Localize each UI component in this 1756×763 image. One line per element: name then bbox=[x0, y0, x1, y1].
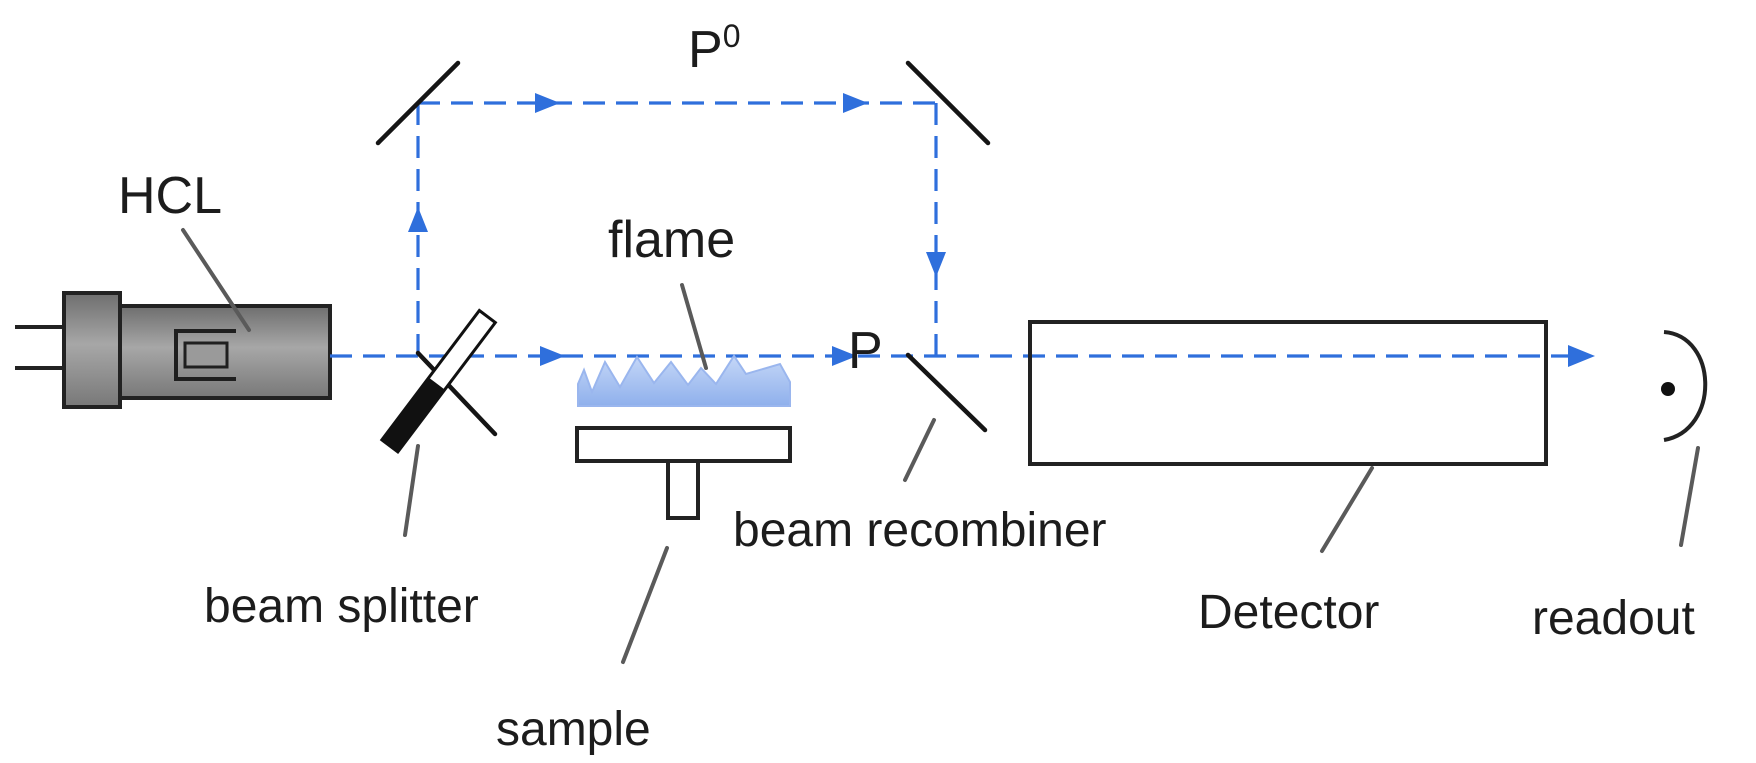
lamp-cathode-cup bbox=[183, 341, 229, 369]
lamp-cathode bbox=[174, 329, 236, 381]
leader-recombiner bbox=[903, 418, 936, 482]
burner-stem bbox=[666, 459, 700, 520]
lamp-base bbox=[62, 291, 122, 409]
leader-beam-splitter bbox=[403, 444, 420, 537]
flame bbox=[577, 354, 791, 407]
leader-detector bbox=[1320, 466, 1374, 553]
beam-splitter-edge bbox=[415, 350, 498, 437]
label-beam-splitter: beam splitter bbox=[204, 580, 479, 633]
arrow-right-top-2 bbox=[843, 93, 868, 113]
arrow-up bbox=[408, 207, 428, 232]
label-readout: readout bbox=[1532, 592, 1695, 645]
leader-hcl bbox=[181, 228, 251, 332]
label-detector: Detector bbox=[1198, 586, 1379, 639]
mirror-top-left bbox=[375, 60, 461, 146]
arrow-right-main-3 bbox=[1568, 345, 1595, 367]
label-p0-sup: 0 bbox=[723, 18, 741, 54]
mirror-top-right bbox=[905, 60, 991, 146]
arrow-right-main-1 bbox=[540, 346, 565, 366]
arrow-right-main-2 bbox=[832, 346, 857, 366]
detector-box bbox=[1028, 320, 1548, 466]
readout-meter bbox=[1661, 330, 1708, 442]
beam-arrowheads bbox=[408, 93, 1595, 367]
beam-paths bbox=[330, 101, 1590, 358]
label-flame: flame bbox=[608, 211, 735, 269]
label-p: P bbox=[848, 322, 883, 380]
label-hcl: HCL bbox=[118, 167, 222, 225]
burner-head bbox=[575, 426, 792, 463]
arrow-right-top-1 bbox=[535, 93, 560, 113]
leader-readout bbox=[1679, 446, 1700, 547]
mirror-recombiner bbox=[905, 352, 988, 433]
flame-burner bbox=[575, 354, 792, 520]
readout-dot bbox=[1661, 382, 1675, 396]
leader-lines bbox=[181, 228, 1700, 664]
leader-flame bbox=[680, 283, 708, 370]
hollow-cathode-lamp bbox=[15, 291, 332, 409]
readout-arc bbox=[1663, 330, 1708, 442]
label-beam-recombiner: beam recombiner bbox=[733, 504, 1107, 557]
label-p0-main: P bbox=[688, 21, 723, 79]
beam-splitter-plate bbox=[379, 308, 498, 455]
arrow-down bbox=[926, 252, 946, 277]
leader-sample bbox=[621, 546, 669, 664]
label-p0: P0 bbox=[688, 18, 740, 79]
label-sample: sample bbox=[496, 703, 651, 756]
